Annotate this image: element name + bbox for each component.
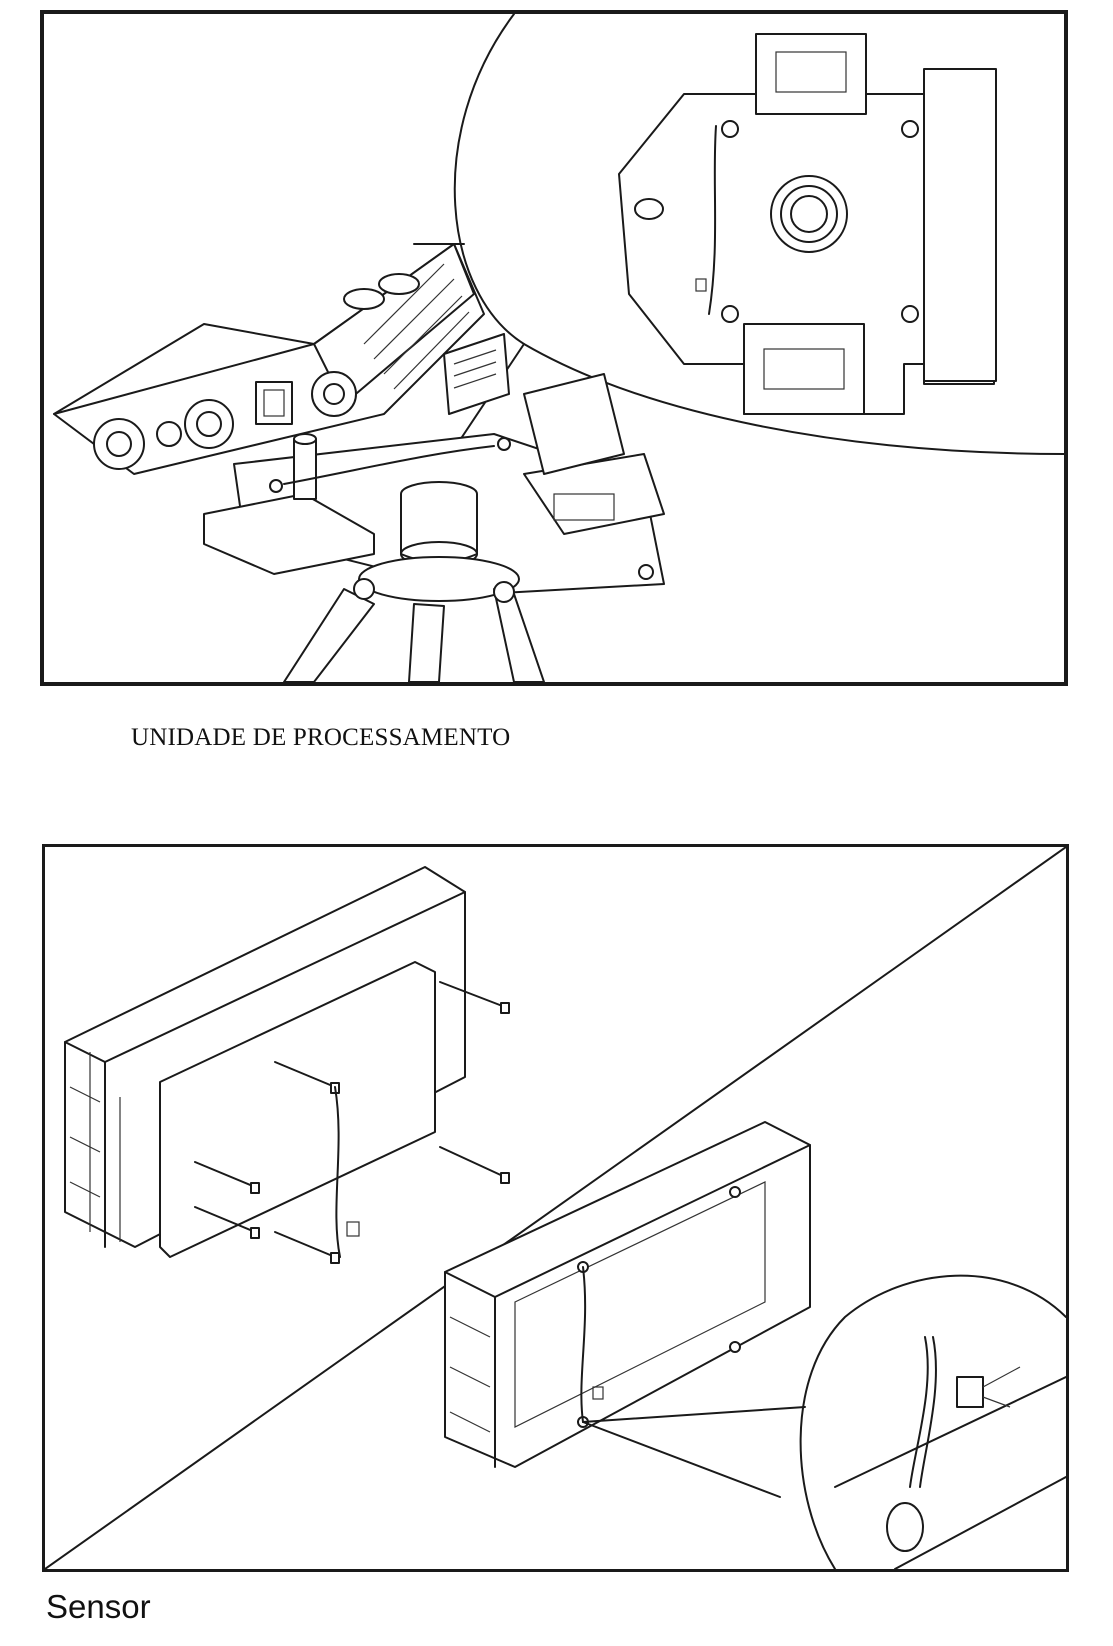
sensor-illustration xyxy=(45,847,1066,1569)
sensor-housing-assembled xyxy=(444,1121,811,1498)
mounting-base xyxy=(203,373,665,595)
sensor-detail-callout xyxy=(799,1274,1066,1569)
divider-line xyxy=(45,847,1066,1569)
figure-processing-unit xyxy=(40,10,1068,686)
tripod xyxy=(283,556,545,682)
processing-unit-body xyxy=(53,243,485,475)
sensor-housing-exploded xyxy=(64,866,510,1264)
figure-caption-sensor: Sensor xyxy=(46,1588,151,1625)
figure-caption-processing-unit: UNIDADE DE PROCESSAMENTO xyxy=(131,724,511,751)
processing-unit-illustration xyxy=(53,14,1064,682)
figure-sensor xyxy=(42,844,1069,1572)
label-plate xyxy=(443,333,510,415)
detail-plate xyxy=(618,33,997,415)
callout-circle-outline xyxy=(453,14,1064,455)
